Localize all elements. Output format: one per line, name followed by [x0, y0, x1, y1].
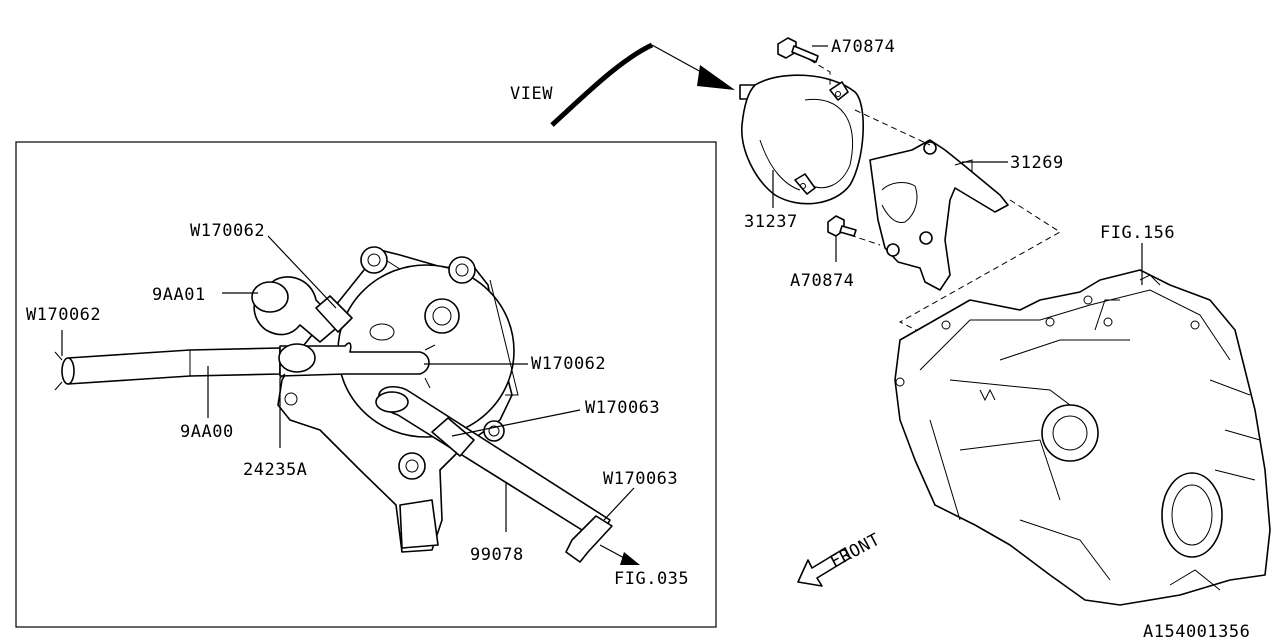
fig035-arrow — [599, 544, 640, 565]
label-a70874-bottom: A70874 — [790, 271, 854, 291]
front-arrow — [797, 547, 851, 587]
bracket-31269 — [869, 139, 1009, 291]
bolt-a70874-bottom — [827, 215, 857, 237]
front-label: FRONT — [827, 530, 884, 573]
transmission-case — [894, 269, 1271, 606]
label-w170062-top: W170062 — [190, 221, 265, 241]
bolt-a70874-top — [777, 37, 819, 63]
hose-9aa01 — [251, 276, 353, 343]
label-w170063-mid: W170063 — [585, 398, 660, 418]
hose-9aa00 — [54, 342, 436, 391]
label-31237: 31237 — [744, 212, 798, 232]
pump-31237 — [739, 74, 864, 205]
label-fig156: FIG.156 — [1100, 223, 1175, 243]
label-w170062-right: W170062 — [531, 354, 606, 374]
detail-frame — [15, 141, 717, 628]
diagram-id: A154001356 — [1143, 622, 1250, 640]
view-arrow — [550, 42, 735, 127]
label-31269: 31269 — [1010, 153, 1064, 173]
view-label: VIEW — [510, 84, 553, 104]
label-w170063-low: W170063 — [603, 469, 678, 489]
label-a70874-top: A70874 — [831, 37, 895, 57]
label-24235a: 24235A — [243, 460, 307, 480]
label-99078: 99078 — [470, 545, 524, 565]
hose-99078 — [375, 385, 613, 563]
label-fig035: FIG.035 — [614, 569, 689, 589]
label-w170062-left: W170062 — [26, 305, 101, 325]
label-9aa00: 9AA00 — [180, 422, 234, 442]
label-9aa01: 9AA01 — [152, 285, 206, 305]
